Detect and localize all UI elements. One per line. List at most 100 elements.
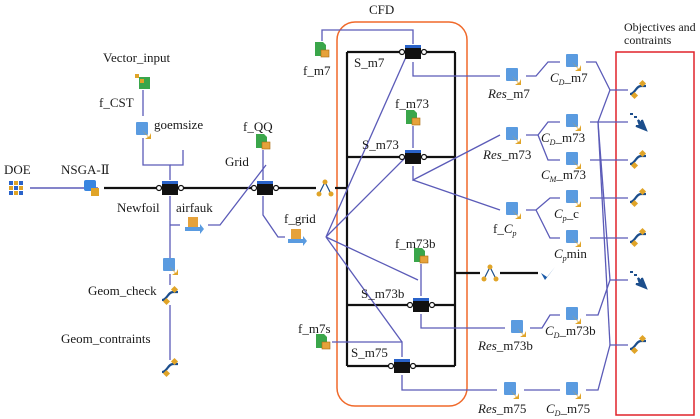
s-m73-label: S_m73 [362, 137, 399, 152]
vector-input-icon [135, 74, 139, 78]
s-m7-label: S_m7 [354, 55, 385, 70]
file-icon-f-m7[interactable] [315, 42, 330, 58]
calculator-icon [566, 382, 578, 395]
f-grid-label: f_grid [284, 211, 316, 226]
cfd-group-frame [336, 21, 468, 407]
calculator-icon-cp-min[interactable] [566, 230, 581, 247]
script-icon-s-m7[interactable] [398, 45, 428, 59]
cd-m75-label: CD_m75 [546, 401, 591, 418]
goemsize-label: goemsize [154, 117, 204, 132]
newfoil-label: Newfoil [117, 200, 160, 215]
file-icon-f-qq[interactable] [256, 134, 271, 150]
calculator-icon-res-m7[interactable] [506, 68, 521, 85]
grid-label: Grid [225, 154, 249, 169]
calculator-icon [511, 320, 523, 333]
script-icon [405, 45, 421, 59]
calculator-icon-cm-m73[interactable] [566, 152, 581, 169]
constraint-icon-obj4[interactable] [629, 187, 647, 208]
end-check-icon-end[interactable] [541, 267, 555, 280]
file-transfer-icon-airfauk[interactable] [185, 217, 204, 234]
constraint-icon-obj7[interactable] [629, 334, 647, 355]
parallel-icon [322, 179, 328, 185]
calculator-icon [506, 127, 518, 140]
f-m7s-label: f_m7s [298, 321, 331, 336]
objective-icon [630, 271, 648, 290]
cm-m73-label: CM_m73 [541, 167, 586, 184]
calculator-icon [566, 307, 578, 320]
constraint-icon-geom-contraints[interactable] [161, 285, 179, 306]
script-icon [413, 298, 429, 312]
calculator-icon-cd-m73[interactable] [566, 114, 581, 131]
calculator-icon-geom-check[interactable] [163, 258, 178, 275]
objectives-group-label-line2: contraints [624, 33, 672, 47]
calculator-icon-res-m75[interactable] [504, 382, 519, 399]
calculator-icon [566, 230, 578, 243]
res-m75-label: Res_m75 [478, 401, 527, 416]
objective-icon-obj6[interactable] [630, 271, 648, 290]
script-icon-s-m75[interactable] [387, 359, 417, 373]
file-transfer-icon-f-grid[interactable] [288, 229, 307, 246]
calculator-icon-f-cp[interactable] [506, 202, 521, 219]
nsga-label: NSGA-Ⅱ [61, 162, 110, 177]
s-m73b-label: S_m73b [361, 286, 405, 301]
cp-c-label: Cp_c [554, 206, 579, 223]
calculator-icon [136, 122, 148, 135]
calculator-icon [566, 54, 578, 67]
script-icon [162, 181, 178, 195]
file-icon-f-m73[interactable] [406, 110, 421, 126]
res-m73b-label: Res_m73b [478, 338, 533, 353]
file-transfer-icon [188, 217, 198, 227]
calculator-icon-cd-m7[interactable] [566, 54, 581, 71]
parallel-icon [487, 264, 493, 270]
file-icon-f-m7s[interactable] [316, 334, 331, 350]
constraint-icon-obj1[interactable] [629, 79, 647, 100]
doe-label: DOE [4, 162, 31, 177]
calculator-icon [506, 68, 518, 81]
doe-grid-icon-doe[interactable] [9, 181, 23, 195]
parallel-icon-parallel-split[interactable] [316, 179, 334, 197]
res-m7-label: Res_m7 [488, 86, 530, 101]
cd-m73-label: CD_m73 [541, 130, 586, 147]
constraint-icon [629, 232, 646, 244]
objective-icon-obj2[interactable] [630, 113, 648, 132]
calculator-icon-goemsize[interactable] [136, 122, 151, 139]
res-m73-label: Res_m73 [483, 147, 532, 162]
constraint-icon [161, 362, 178, 374]
constraint-icon [629, 339, 646, 351]
cd-m73b-label: CD_m73b [545, 323, 596, 340]
optimizer-icon-nsga[interactable] [84, 180, 99, 196]
calculator-icon-res-m73b[interactable] [511, 320, 526, 337]
file-icon-f-m73b[interactable] [414, 248, 429, 264]
script-icon-grid[interactable] [250, 181, 280, 195]
vector-input-icon-vector-input[interactable] [135, 74, 150, 89]
geom-check-label: Geom_check [88, 283, 157, 298]
calculator-icon-cp-c[interactable] [566, 190, 581, 207]
objectives-group-frame [615, 51, 695, 416]
data-links [142, 29, 628, 391]
constraint-icon [629, 84, 646, 96]
script-icon-newfoil[interactable] [155, 181, 185, 195]
calculator-icon [506, 202, 518, 215]
calculator-icon [566, 190, 578, 203]
script-icon-s-m73[interactable] [398, 150, 428, 164]
script-icon [405, 150, 421, 164]
constraint-icon-geom-end[interactable] [161, 357, 179, 378]
script-icon [257, 181, 273, 195]
control-links [30, 50, 538, 368]
constraint-icon-obj5[interactable] [629, 227, 647, 248]
calculator-icon-cd-m73b[interactable] [566, 307, 581, 324]
constraint-icon [161, 290, 178, 302]
end-check-icon [541, 267, 555, 280]
script-icon-s-m73b[interactable] [406, 298, 436, 312]
calculator-icon-res-m73[interactable] [506, 127, 521, 144]
f-cp-label: f_Cp [493, 221, 517, 238]
calculator-icon-cd-m75[interactable] [566, 382, 581, 399]
objective-icon [630, 113, 648, 132]
f-cst-label: f_CST [99, 95, 134, 110]
doe-grid-icon [9, 181, 13, 185]
parallel-icon-parallel-join[interactable] [481, 264, 499, 282]
constraint-icon-obj3[interactable] [629, 149, 647, 170]
calculator-icon [163, 258, 175, 271]
geom-contraints-label: Geom_contraints [61, 331, 151, 346]
